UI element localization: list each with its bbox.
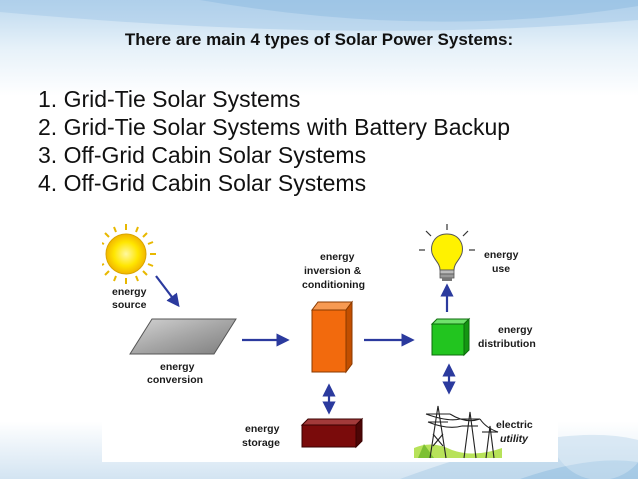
system-type-list: 1. Grid-Tie Solar Systems 2. Grid-Tie So… (38, 85, 510, 197)
arrow-source-to-panel (155, 275, 180, 308)
distribution-box (430, 317, 471, 357)
light-bulb-icon (419, 224, 475, 281)
use-label: energy use (484, 249, 521, 275)
slide-heading: There are main 4 types of Solar Power Sy… (124, 30, 514, 49)
power-tower-icon (414, 405, 502, 459)
utility-label: electric utility (496, 419, 536, 445)
source-label: energy source (112, 286, 149, 311)
list-item: 3. Off-Grid Cabin Solar Systems (38, 142, 367, 168)
list-item: 4. Off-Grid Cabin Solar Systems (38, 170, 367, 196)
list-item: 1. Grid-Tie Solar Systems (38, 86, 301, 112)
inversion-label: energy inversion & conditioning (302, 251, 365, 291)
conversion-label: energy conversion (147, 361, 203, 386)
storage-label: energy storage (242, 423, 282, 449)
distribution-label: energy distribution (478, 324, 536, 350)
solar-system-diagram: energy source energy conversion energy i… (102, 222, 558, 462)
list-item: 2. Grid-Tie Solar Systems with Battery B… (38, 114, 511, 140)
battery-box (300, 417, 364, 449)
sun-icon (102, 224, 156, 284)
inverter-box (311, 300, 353, 374)
diagram-canvas: energy source energy conversion energy i… (102, 224, 536, 459)
solar-panel-icon (129, 318, 237, 355)
